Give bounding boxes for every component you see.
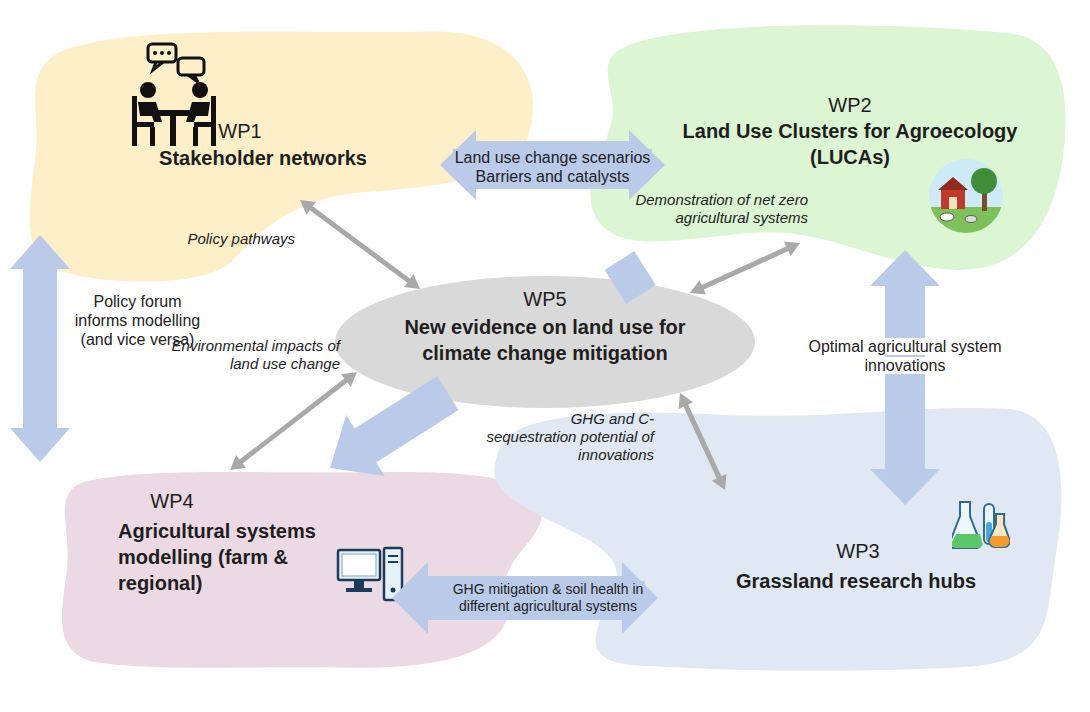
package-number: WP5 [335, 286, 755, 312]
work-package-region: WP2Land Use Clusters for Agroecology (LU… [582, 18, 1072, 280]
connector-label: Land use change scenarios Barriers and c… [450, 148, 655, 186]
connector-label: Policy pathways [160, 230, 295, 248]
arrow-shape [440, 130, 665, 200]
connector-label: Optimal agricultural system innovations [802, 337, 1008, 375]
region-fill [335, 276, 755, 408]
package-title: New evidence on land use for climate cha… [385, 314, 705, 366]
meeting-icon [126, 40, 222, 152]
farm-icon [927, 157, 1005, 235]
package-number: WP1 [170, 118, 310, 144]
flask-icon [952, 498, 1010, 550]
package-title: Agricultural systems modelling (farm & r… [118, 518, 336, 596]
connector-label: GHG mitigation & soil health in differen… [440, 581, 656, 615]
computer-icon [336, 546, 404, 604]
block-arrow [440, 130, 665, 200]
thin-arrow [690, 242, 800, 295]
package-number: WP4 [112, 488, 232, 514]
region-shape [52, 466, 547, 674]
package-title: Land Use Clusters for Agroecology (LUCAs… [650, 118, 1050, 170]
work-package-region: WP4Agricultural systems modelling (farm … [52, 466, 547, 674]
thin-arrow [300, 200, 420, 289]
package-number: WP2 [650, 92, 1050, 118]
package-title: Stakeholder networks [138, 145, 388, 171]
work-package-ellipse: WP5New evidence on land use for climate … [335, 276, 755, 408]
arrow-shape [300, 200, 420, 289]
arrow-shape [330, 376, 459, 476]
package-title: Grassland research hubs [706, 568, 1006, 594]
region-fill [590, 25, 1065, 270]
region-fill [62, 472, 542, 668]
connector-label: Environmental impacts of land use change [168, 337, 340, 373]
connector-label: Demonstration of net zero agricultural s… [620, 191, 808, 227]
arrow-shape [690, 242, 800, 295]
package-number: WP3 [788, 538, 928, 564]
connector-label: GHG and C-sequestration potential of inn… [486, 410, 654, 464]
